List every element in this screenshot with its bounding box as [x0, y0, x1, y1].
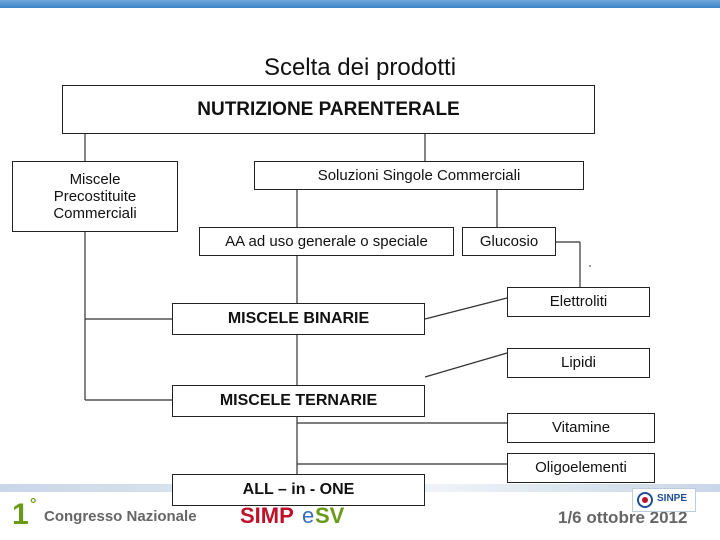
single-solutions-label: Soluzioni Singole Commerciali: [317, 166, 521, 184]
premixed-box: Miscele Precostituite Commerciali: [12, 161, 178, 232]
all-in-one-box: ALL – in - ONE: [172, 474, 425, 506]
vitamins-label: Vitamine: [551, 419, 611, 437]
root-box: NUTRIZIONE PARENTERALE: [62, 85, 595, 134]
trace-elements-box: Oligoelementi: [507, 453, 655, 483]
electrolytes-box: Elettroliti: [507, 287, 650, 317]
connector-binary-electrolytes: [424, 297, 508, 320]
connector-lipids: [424, 352, 508, 378]
trace-elements-label: Oligoelementi: [535, 459, 627, 477]
top-accent-bar: [0, 0, 720, 8]
ternary-box: MISCELE TERNARIE: [172, 385, 425, 417]
binary-label: MISCELE BINARIE: [227, 309, 370, 327]
lipids-box: Lipidi: [507, 348, 650, 378]
all-in-one-label: ALL – in - ONE: [242, 480, 355, 498]
dot-mark: [589, 265, 591, 267]
glucose-label: Glucosio: [479, 232, 539, 250]
premixed-line-2: Precostituite: [53, 187, 137, 205]
lipids-label: Lipidi: [560, 354, 597, 372]
footer-degree: °: [30, 496, 37, 513]
electrolytes-label: Elettroliti: [549, 293, 608, 311]
footer-congress: Congresso Nazionale: [44, 508, 197, 525]
slide-title: Scelta dei prodotti: [263, 54, 457, 81]
footer-number: 1: [12, 498, 29, 531]
sinpe-logo-text: SINPE: [657, 493, 688, 504]
amino-acids-label: AA ad uso generale o speciale: [225, 232, 428, 250]
amino-acids-box: AA ad uso generale o speciale: [199, 227, 454, 256]
sinpe-logo-icon: [637, 492, 653, 508]
footer-simp: SIMP: [240, 503, 294, 528]
single-solutions-box: Soluzioni Singole Commerciali: [254, 161, 584, 190]
vitamins-box: Vitamine: [507, 413, 655, 443]
footer-date: 1/6 ottobre 2012: [558, 508, 688, 527]
binary-box: MISCELE BINARIE: [172, 303, 425, 335]
premixed-line-1: Miscele: [69, 170, 121, 188]
glucose-box: Glucosio: [462, 227, 556, 256]
footer-sv: SV: [315, 503, 345, 528]
root-label: NUTRIZIONE PARENTERALE: [197, 98, 460, 120]
ternary-label: MISCELE TERNARIE: [219, 391, 378, 409]
footer-e: e: [302, 503, 315, 528]
sinpe-logo: SINPE: [632, 488, 696, 512]
premixed-line-3: Commerciali: [53, 205, 137, 223]
